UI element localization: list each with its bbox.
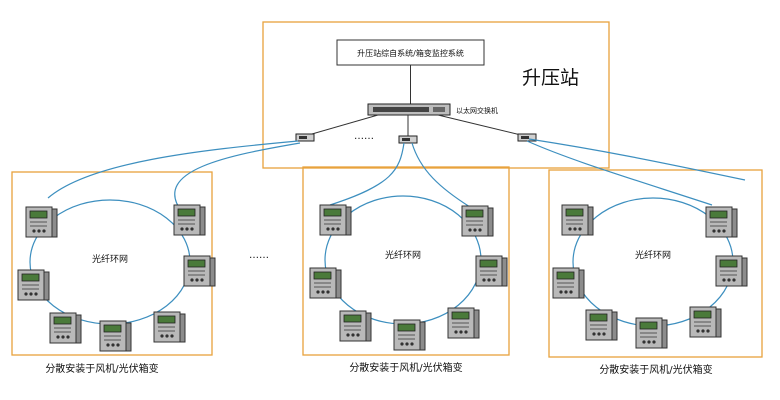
terminal-unit-icon [715, 255, 748, 287]
ring-label-3: 光纤环网 [635, 249, 671, 261]
terminal-unit-icon [475, 255, 508, 287]
ring-caption-2: 分散安装于风机/光伏箱变 [349, 361, 462, 374]
terminal-unit-icon [339, 310, 372, 342]
terminal-unit-icon [561, 204, 594, 236]
ring-frame-2 [302, 166, 510, 356]
fiber-uplink-2b [411, 142, 471, 208]
rings-ellipsis: …… [249, 250, 269, 261]
ring-caption-1: 分散安装于风机/光伏箱变 [45, 362, 158, 375]
system-box-label: 升压站综自系统/箱变监控系统 [357, 48, 464, 58]
switch-uplinks [304, 114, 526, 137]
terminal-unit-icon [552, 267, 585, 299]
ring-label-2: 光纤环网 [385, 249, 421, 261]
ring-caption-3: 分散安装于风机/光伏箱变 [599, 363, 712, 376]
terminal-unit-icon [393, 319, 426, 351]
substation-frame [262, 21, 610, 169]
fiber-uplink-1a [47, 140, 299, 199]
terminal-unit-icon [25, 206, 58, 238]
converter-icon-1 [295, 133, 315, 142]
terminal-unit-icon [635, 317, 668, 349]
terminal-unit-icon [689, 306, 722, 338]
terminal-unit-icon [447, 307, 480, 339]
terminal-unit-icon [17, 269, 50, 301]
terminal-unit-icon [705, 206, 738, 238]
terminal-unit-icon [183, 255, 216, 287]
uplink-ellipsis: …… [354, 131, 374, 142]
fiber-uplink-3a [526, 140, 713, 206]
ethernet-switch-icon [367, 103, 451, 116]
substation-title: 升压站 [522, 67, 579, 89]
ring-label-1: 光纤环网 [92, 253, 128, 265]
terminal-unit-icon [153, 311, 186, 343]
terminal-unit-icon [49, 312, 82, 344]
switch-label: 以太网交换机 [456, 106, 498, 115]
terminal-unit-icon [585, 309, 618, 341]
fiber-uplink-2a [329, 142, 405, 206]
terminal-unit-icon [461, 205, 494, 237]
terminal-unit-icon [99, 320, 132, 352]
ring-frame-3 [548, 169, 763, 358]
fiber-uplink-1b [174, 142, 301, 213]
terminal-unit-icon [173, 204, 206, 236]
terminal-unit-icon [309, 267, 342, 299]
terminal-unit-icon [319, 204, 352, 236]
fiber-uplink-3b [528, 138, 746, 181]
converter-icon-2 [398, 135, 418, 144]
